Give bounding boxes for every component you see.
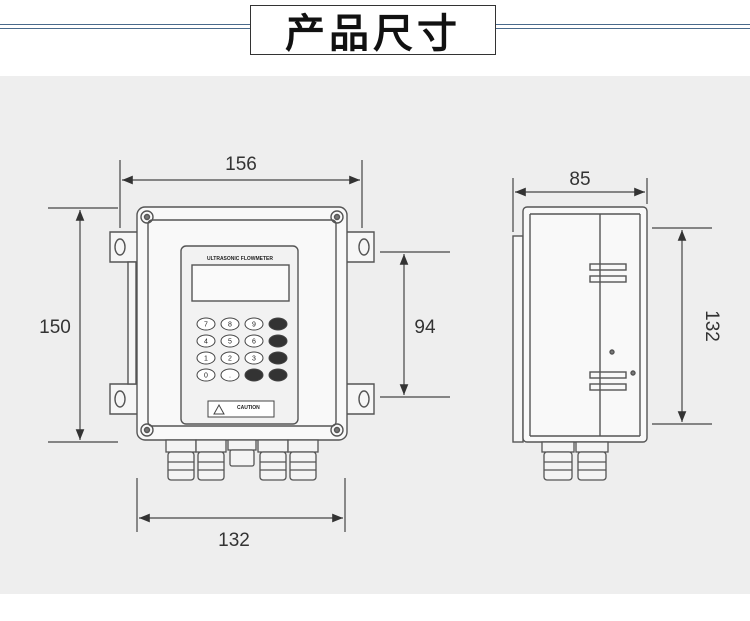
title-box: 产品尺寸 xyxy=(250,5,496,57)
keypad-key-label: 6 xyxy=(252,339,256,346)
side-dimensions xyxy=(512,178,712,425)
keypad-key xyxy=(196,351,216,365)
keypad-key xyxy=(244,334,264,348)
side-height-label: 132 xyxy=(701,310,722,342)
cable-glands-front xyxy=(165,439,319,481)
side-mount-plate xyxy=(512,235,524,443)
title-rule-left xyxy=(0,24,250,29)
front-dimensions xyxy=(48,160,450,532)
keypad-key xyxy=(220,317,240,331)
keypad-key-label: 4 xyxy=(204,339,208,346)
title-rule-right xyxy=(496,24,750,29)
bottom-width-label: 132 xyxy=(218,530,250,551)
keypad-key xyxy=(196,368,216,382)
page-title: 产品尺寸 xyxy=(285,11,461,57)
mount-ear-top-right xyxy=(346,231,375,263)
keypad-key xyxy=(268,351,288,365)
mount-ear-top-left xyxy=(109,231,138,263)
caution-label: CAUTION xyxy=(237,405,260,411)
keypad-key xyxy=(196,334,216,348)
lcd-screen xyxy=(191,264,290,302)
side-body xyxy=(522,206,648,443)
caution-plate xyxy=(207,400,275,418)
keypad-key-label: 1 xyxy=(204,356,208,363)
keypad-key-label: 9 xyxy=(252,322,256,329)
keypad-key-label: 3 xyxy=(252,356,256,363)
keypad: 7 8 9 4 5 6 1 2 3 0. xyxy=(196,317,288,382)
cable-glands-side xyxy=(541,441,609,481)
front-width-label: 156 xyxy=(225,154,257,175)
keypad-key-label: 8 xyxy=(228,322,232,329)
keypad-key-label: 2 xyxy=(228,356,232,363)
keypad-key xyxy=(220,334,240,348)
device-label: ULTRASONIC FLOWMETER xyxy=(207,256,273,262)
keypad-key xyxy=(268,317,288,331)
keypad-key xyxy=(196,317,216,331)
keypad-key-label: 5 xyxy=(228,339,232,346)
keypad-key xyxy=(220,368,240,382)
keypad-key-label: 7 xyxy=(204,322,208,329)
front-height-label: 150 xyxy=(39,317,71,338)
inner-height-label: 94 xyxy=(414,317,436,338)
mount-ear-bottom-right xyxy=(346,383,375,415)
mount-ear-bottom-left xyxy=(109,383,138,415)
keypad-key xyxy=(244,351,264,365)
side-view xyxy=(512,206,648,443)
keypad-key-label: . xyxy=(229,373,231,380)
keypad-key xyxy=(268,334,288,348)
enclosure-inner xyxy=(147,219,337,427)
keypad-key xyxy=(244,368,264,382)
keypad-key xyxy=(244,317,264,331)
keypad-key xyxy=(220,351,240,365)
keypad-key-label: 0 xyxy=(204,373,208,380)
side-depth-label: 85 xyxy=(569,169,590,190)
keypad-key xyxy=(268,368,288,382)
title-bar: 产品尺寸 xyxy=(0,0,750,62)
